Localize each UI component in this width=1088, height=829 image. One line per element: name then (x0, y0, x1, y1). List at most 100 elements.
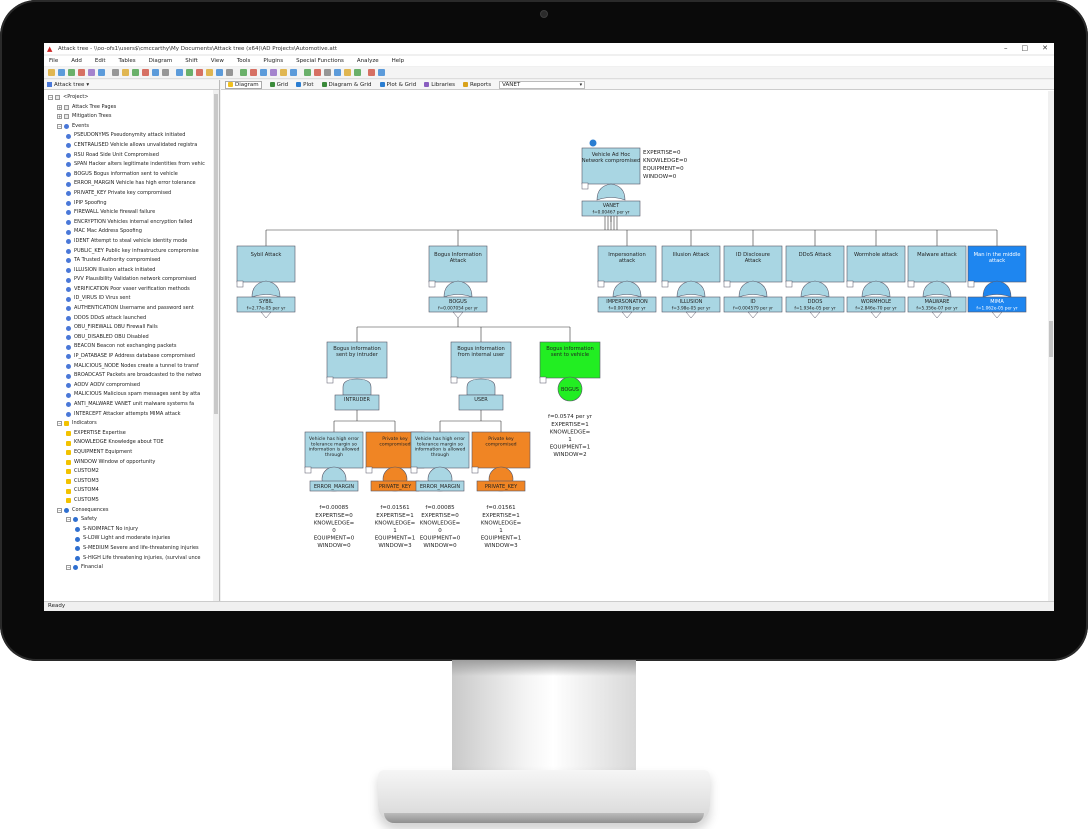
tree-item[interactable]: S-HIGH Life threatening injuries, (survi… (44, 554, 219, 564)
toolbar-tool-icon[interactable] (368, 69, 375, 76)
menu-shift[interactable]: Shift (185, 58, 198, 64)
tree-item[interactable]: SPAN Hacker alters legitimate indentitie… (44, 160, 219, 170)
toolbar-tool-icon[interactable] (122, 69, 129, 76)
tree-item[interactable]: PVV Plausibility Validation network comp… (44, 275, 219, 285)
event-box[interactable] (597, 245, 657, 283)
event-box[interactable] (661, 245, 721, 283)
tree-item[interactable]: KNOWLEDGE Knowledge about TOE (44, 438, 219, 448)
toolbar-tool-icon[interactable] (186, 69, 193, 76)
toolbar-tool-icon[interactable] (378, 69, 385, 76)
tree-item[interactable]: PUBLIC_KEY Public key infrastructure com… (44, 247, 219, 257)
expand-toggle-icon[interactable]: − (48, 95, 53, 101)
tree-item[interactable]: BEACON Beacon not exchanging packets (44, 342, 219, 352)
toolbar-tool-icon[interactable] (334, 69, 341, 76)
tree-item[interactable]: MALICIOUS Malicious spam messages sent b… (44, 390, 219, 400)
toolbar-tool-icon[interactable] (98, 69, 105, 76)
tree-item[interactable]: S-LOW Light and moderate injuries (44, 534, 219, 544)
event-box[interactable] (907, 245, 967, 283)
tree-item[interactable]: −Financial (44, 563, 219, 573)
toolbar-tool-icon[interactable] (280, 69, 287, 76)
minimize-button[interactable]: – (1004, 44, 1008, 52)
event-box[interactable] (785, 245, 845, 283)
or-gate-icon[interactable] (251, 280, 281, 298)
toolbar-tool-icon[interactable] (304, 69, 311, 76)
expand-toggle-icon[interactable]: − (57, 124, 62, 130)
expand-toggle-icon[interactable]: + (57, 104, 62, 110)
event-box[interactable] (236, 245, 296, 283)
or-gate-icon[interactable] (443, 280, 473, 298)
menu-plugins[interactable]: Plugins (263, 58, 284, 64)
tree-item[interactable]: CUSTOM3 (44, 477, 219, 487)
diagram-scrollbar-thumb[interactable] (1049, 321, 1053, 357)
toolbar-tool-icon[interactable] (240, 69, 247, 76)
and-gate-icon[interactable] (466, 378, 496, 396)
tree-scrollbar-thumb[interactable] (214, 94, 218, 414)
tree-item[interactable]: −Consequences (44, 506, 219, 516)
tree-item[interactable]: IDENT Attempt to steal vehicle identity … (44, 237, 219, 247)
tree-item[interactable]: −<Project> (44, 93, 219, 103)
tree-item[interactable]: CUSTOM5 (44, 496, 219, 506)
or-gate-icon[interactable] (612, 280, 642, 298)
tree-item[interactable]: +Attack Tree Pages (44, 103, 219, 113)
menu-view[interactable]: View (210, 58, 224, 64)
tree-item[interactable]: EQUIPMENT Equipment (44, 448, 219, 458)
tree-item[interactable]: AODV AODV compromised (44, 381, 219, 391)
tree-item[interactable]: ILLUSION Illusion attack initiated (44, 266, 219, 276)
tab-plot-grid[interactable]: Plot & Grid (379, 82, 416, 88)
toolbar-tool-icon[interactable] (88, 69, 95, 76)
basic-event-icon[interactable] (557, 376, 583, 402)
gate-label-box[interactable] (415, 480, 465, 492)
tab-plot[interactable]: Plot (296, 82, 314, 88)
menu-help[interactable]: Help (391, 58, 405, 64)
view-selector[interactable]: VANET▾ (499, 80, 586, 89)
diagram-scrollbar[interactable] (1048, 91, 1054, 601)
maximize-button[interactable]: □ (1021, 44, 1029, 52)
event-box[interactable] (450, 341, 512, 379)
expand-toggle-icon[interactable]: − (57, 421, 62, 427)
toolbar-tool-icon[interactable] (226, 69, 233, 76)
event-box[interactable] (304, 431, 364, 469)
toolbar-tool-icon[interactable] (314, 69, 321, 76)
menu-diagram[interactable]: Diagram (148, 58, 173, 64)
tree-item[interactable]: −Indicators (44, 419, 219, 429)
menu-tools[interactable]: Tools (236, 58, 251, 64)
toolbar-tool-icon[interactable] (206, 69, 213, 76)
or-gate-icon[interactable] (982, 280, 1012, 298)
tree-item[interactable]: ANTI_MALWARE VANET unit malware systems … (44, 400, 219, 410)
tree-item[interactable]: −Safety (44, 515, 219, 525)
toolbar-tool-icon[interactable] (142, 69, 149, 76)
tree-item[interactable]: IP_DATABASE IP Address database compromi… (44, 352, 219, 362)
event-box[interactable] (723, 245, 783, 283)
menu-analyze[interactable]: Analyze (356, 58, 379, 64)
tree-item[interactable]: +Mitigation Trees (44, 112, 219, 122)
tree-scrollbar[interactable] (213, 90, 219, 601)
event-box[interactable] (326, 341, 388, 379)
event-box[interactable] (428, 245, 488, 283)
toolbar-tool-icon[interactable] (152, 69, 159, 76)
expand-toggle-icon[interactable]: + (57, 114, 62, 120)
tree-item[interactable]: BOGUS Bogus information sent to vehicle (44, 170, 219, 180)
tree-item[interactable]: OBU_DISABLED OBU Disabled (44, 333, 219, 343)
tree-item[interactable]: ENCRYPTION Vehicles internal encryption … (44, 218, 219, 228)
tree-item[interactable]: DDOS DDoS attack launched (44, 314, 219, 324)
tree-item[interactable]: MALICIOUS_NODE Nodes create a tunnel to … (44, 362, 219, 372)
or-gate-icon[interactable] (596, 183, 626, 201)
menu-edit[interactable]: Edit (94, 58, 106, 64)
event-box[interactable] (846, 245, 906, 283)
tab-reports[interactable]: Reports (462, 82, 491, 88)
tree-item[interactable]: AUTHENTICATION Username and password sen… (44, 304, 219, 314)
tree-item[interactable]: TA Trusted Authority compromised (44, 256, 219, 266)
toolbar-tool-icon[interactable] (112, 69, 119, 76)
tab-diagram[interactable]: Diagram (225, 80, 262, 89)
tree-item[interactable]: FIREWALL Vehicle firewall failure (44, 208, 219, 218)
tree-item[interactable]: OBU_FIREWALL OBU Firewall Fails (44, 323, 219, 333)
toolbar-tool-icon[interactable] (250, 69, 257, 76)
tree-item[interactable]: IPIP Spoofing (44, 199, 219, 209)
tab-grid[interactable]: Grid (269, 82, 288, 88)
menu-file[interactable]: File (49, 58, 59, 64)
or-gate-icon[interactable] (676, 280, 706, 298)
tree-item[interactable]: RSU Road Side Unit Compromised (44, 151, 219, 161)
tree-item[interactable]: CENTRALISED Vehicle allows unvalidated r… (44, 141, 219, 151)
tree-item[interactable]: ID_VIRUS ID Virus sent (44, 294, 219, 304)
